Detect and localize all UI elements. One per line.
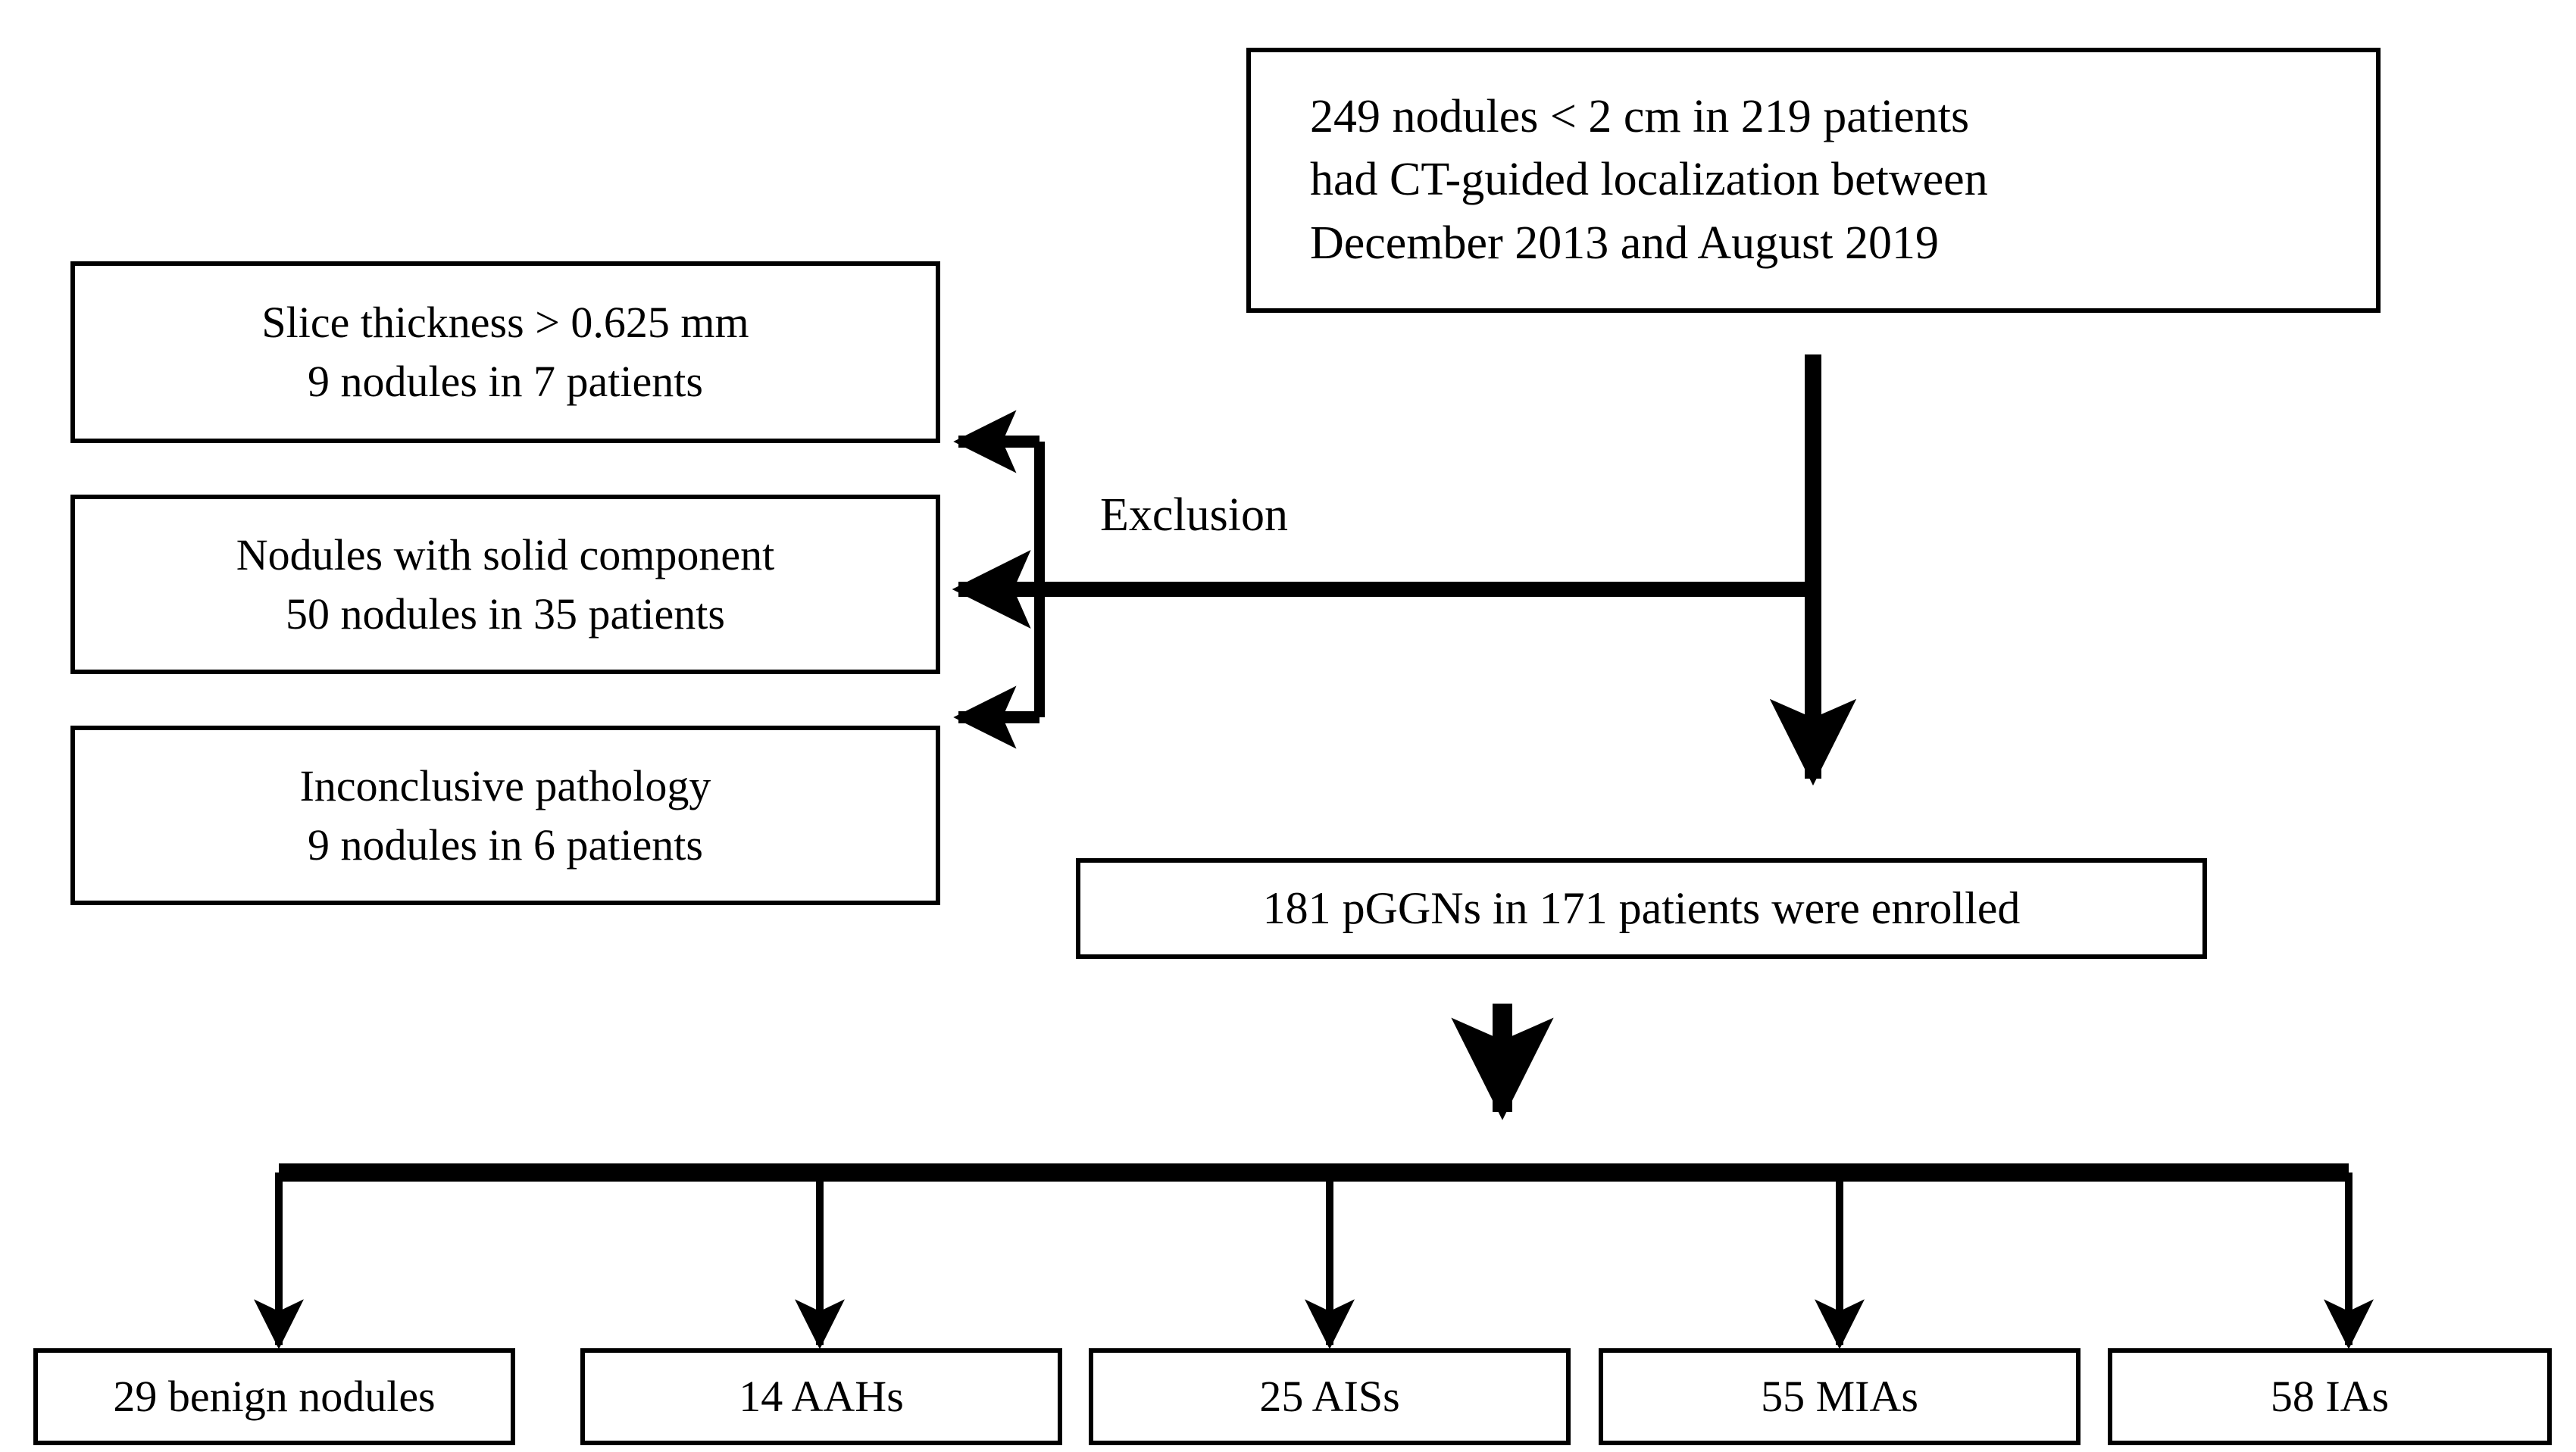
exclusion-box-3-line-1: Inconclusive pathology — [299, 760, 711, 810]
outcome-box-aah-label: 14 AAHs — [739, 1372, 904, 1422]
enrolled-cohort-box: 181 pGGNs in 171 patients were enrolled — [1076, 858, 2207, 959]
exclusion-box-3-line-2: 9 nodules in 6 patients — [308, 820, 703, 870]
outcome-box-ia: 58 IAs — [2108, 1348, 2552, 1445]
outcome-box-ais: 25 AISs — [1089, 1348, 1571, 1445]
exclusion-box-inconclusive-pathology: Inconclusive pathology 9 nodules in 6 pa… — [70, 726, 940, 905]
outcome-box-ia-label: 58 IAs — [2270, 1372, 2390, 1422]
outcome-box-benign-label: 29 benign nodules — [113, 1372, 436, 1422]
outcome-box-benign: 29 benign nodules — [33, 1348, 515, 1445]
exclusion-box-2-line-1: Nodules with solid component — [236, 529, 775, 579]
exclusion-box-1-line-2: 9 nodules in 7 patients — [308, 357, 703, 406]
outcome-box-ais-label: 25 AISs — [1259, 1372, 1400, 1422]
exclusion-box-solid-component: Nodules with solid component 50 nodules … — [70, 495, 940, 674]
source-cohort-box: 249 nodules < 2 cm in 219 patients had C… — [1246, 48, 2381, 313]
outcome-box-mia: 55 MIAs — [1599, 1348, 2080, 1445]
outcome-box-aah: 14 AAHs — [580, 1348, 1062, 1445]
exclusion-box-slice-thickness: Slice thickness > 0.625 mm 9 nodules in … — [70, 261, 940, 443]
source-cohort-line-3: December 2013 and August 2019 — [1310, 217, 1939, 269]
source-cohort-line-2: had CT-guided localization between — [1310, 154, 1988, 206]
source-cohort-line-1: 249 nodules < 2 cm in 219 patients — [1310, 91, 1970, 143]
enrolled-cohort-line-1: 181 pGGNs in 171 patients were enrolled — [1262, 883, 2021, 934]
exclusion-label: Exclusion — [1100, 489, 1288, 541]
outcome-box-mia-label: 55 MIAs — [1761, 1372, 1918, 1422]
exclusion-box-2-line-2: 50 nodules in 35 patients — [286, 589, 725, 639]
exclusion-box-1-line-1: Slice thickness > 0.625 mm — [261, 298, 749, 348]
